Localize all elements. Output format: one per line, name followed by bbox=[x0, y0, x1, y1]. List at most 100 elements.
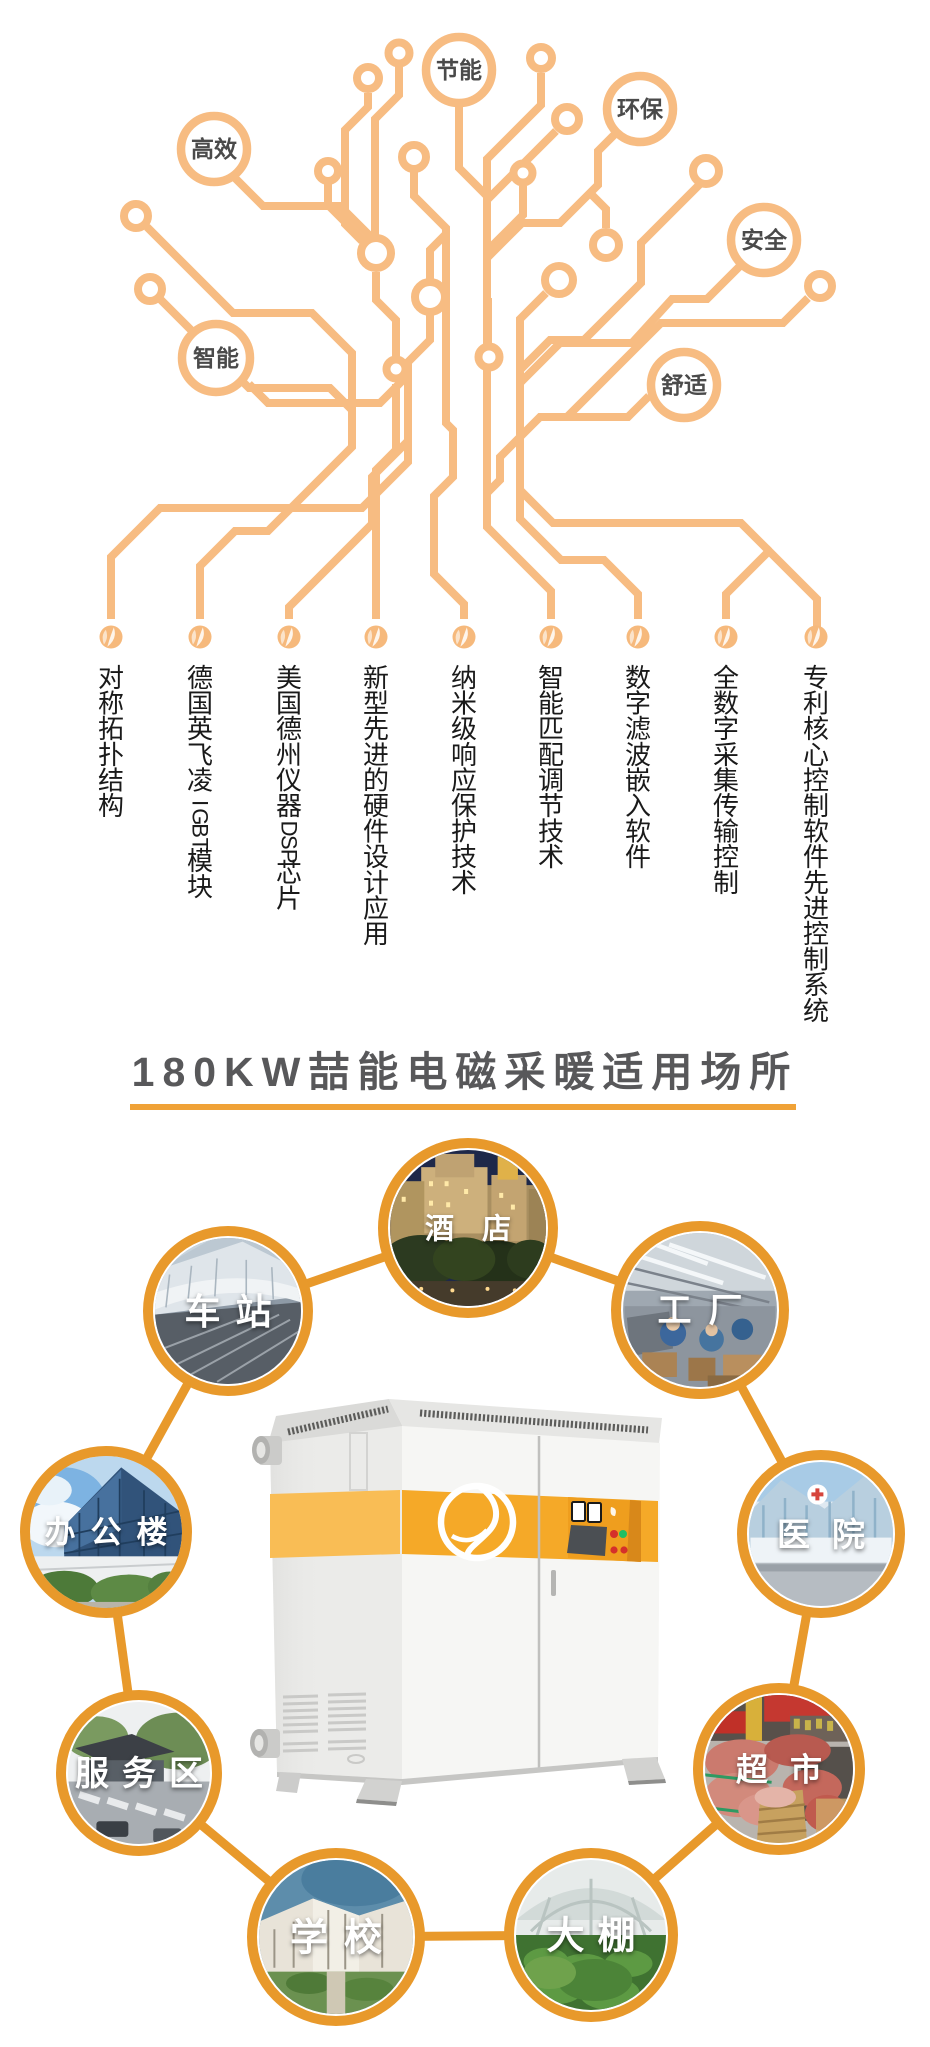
svg-text:用: 用 bbox=[363, 919, 389, 949]
svg-text:利: 利 bbox=[803, 689, 829, 719]
svg-text:件: 件 bbox=[625, 842, 651, 872]
svg-text:D: D bbox=[277, 821, 302, 837]
svg-text:美: 美 bbox=[276, 663, 302, 693]
svg-text:凌: 凌 bbox=[187, 765, 213, 795]
svg-text:芯: 芯 bbox=[276, 858, 302, 888]
svg-text:控: 控 bbox=[803, 765, 829, 795]
svg-text:数: 数 bbox=[625, 663, 651, 693]
svg-text:应: 应 bbox=[451, 765, 477, 795]
svg-text:滤: 滤 bbox=[625, 714, 651, 744]
svg-text:采: 采 bbox=[713, 740, 739, 770]
svg-text:制: 制 bbox=[803, 945, 829, 975]
svg-text:核: 核 bbox=[803, 714, 829, 744]
svg-text:匹: 匹 bbox=[538, 714, 564, 744]
svg-text:件: 件 bbox=[363, 817, 389, 847]
svg-text:调: 调 bbox=[538, 765, 564, 795]
svg-text:软: 软 bbox=[625, 817, 651, 847]
svg-text:新: 新 bbox=[363, 663, 389, 693]
svg-text:安全: 安全 bbox=[741, 227, 788, 253]
svg-text:节: 节 bbox=[538, 791, 564, 821]
svg-text:技: 技 bbox=[538, 817, 564, 847]
svg-text:的: 的 bbox=[363, 765, 389, 795]
svg-text:环保: 环保 bbox=[617, 96, 664, 122]
svg-text:州: 州 bbox=[276, 740, 302, 770]
svg-text:智能: 智能 bbox=[193, 345, 239, 371]
svg-text:拓: 拓 bbox=[98, 714, 124, 744]
svg-text:技: 技 bbox=[451, 842, 477, 872]
svg-text:输: 输 bbox=[713, 817, 739, 847]
svg-text:构: 构 bbox=[98, 791, 124, 821]
svg-text:数: 数 bbox=[713, 689, 739, 719]
svg-text:医院: 医院 bbox=[777, 1516, 887, 1553]
svg-text:制: 制 bbox=[803, 791, 829, 821]
svg-text:节能: 节能 bbox=[436, 57, 482, 83]
svg-text:字: 字 bbox=[625, 689, 651, 719]
svg-text:配: 配 bbox=[538, 740, 564, 770]
svg-text:软: 软 bbox=[803, 817, 829, 847]
svg-text:响: 响 bbox=[451, 740, 477, 770]
svg-text:办公楼: 办公楼 bbox=[45, 1515, 183, 1550]
svg-text:I: I bbox=[188, 800, 213, 806]
svg-text:全: 全 bbox=[713, 663, 739, 693]
svg-text:米: 米 bbox=[451, 689, 477, 719]
svg-text:S: S bbox=[277, 835, 302, 850]
svg-text:入: 入 bbox=[625, 791, 651, 821]
svg-text:传: 传 bbox=[713, 791, 739, 821]
svg-text:心: 心 bbox=[803, 740, 829, 770]
svg-text:集: 集 bbox=[713, 765, 739, 795]
svg-text:进: 进 bbox=[803, 893, 829, 923]
svg-text:结: 结 bbox=[98, 765, 124, 795]
svg-text:术: 术 bbox=[451, 868, 477, 898]
svg-text:P: P bbox=[277, 849, 302, 864]
svg-text:护: 护 bbox=[451, 817, 477, 847]
svg-text:酒店: 酒店 bbox=[425, 1212, 539, 1245]
svg-text:保: 保 bbox=[451, 791, 477, 821]
svg-text:制: 制 bbox=[713, 868, 739, 898]
svg-text:硬: 硬 bbox=[363, 791, 389, 821]
svg-text:器: 器 bbox=[276, 791, 302, 821]
svg-text:进: 进 bbox=[363, 740, 389, 770]
svg-text:舒适: 舒适 bbox=[661, 372, 707, 398]
svg-text:国: 国 bbox=[187, 689, 213, 719]
svg-text:对: 对 bbox=[98, 663, 124, 693]
svg-text:能: 能 bbox=[538, 689, 564, 719]
svg-text:专: 专 bbox=[803, 663, 829, 693]
svg-text:控: 控 bbox=[713, 842, 739, 872]
svg-text:高效: 高效 bbox=[191, 136, 237, 162]
svg-text:级: 级 bbox=[451, 714, 477, 744]
svg-text:设: 设 bbox=[363, 842, 389, 872]
svg-text:学校: 学校 bbox=[290, 1917, 398, 1960]
svg-text:工厂: 工厂 bbox=[658, 1292, 760, 1330]
svg-text:服务区: 服务区 bbox=[75, 1755, 216, 1793]
svg-text:应: 应 bbox=[363, 893, 389, 923]
svg-text:控: 控 bbox=[803, 919, 829, 949]
svg-text:统: 统 bbox=[803, 996, 829, 1026]
svg-text:飞: 飞 bbox=[187, 740, 213, 770]
svg-text:先: 先 bbox=[803, 868, 829, 898]
svg-text:T: T bbox=[188, 838, 213, 851]
svg-text:智: 智 bbox=[538, 663, 564, 693]
svg-text:先: 先 bbox=[363, 714, 389, 744]
svg-text:字: 字 bbox=[713, 714, 739, 744]
svg-text:称: 称 bbox=[98, 689, 124, 719]
svg-text:G: G bbox=[188, 808, 213, 825]
svg-text:国: 国 bbox=[276, 689, 302, 719]
svg-text:德: 德 bbox=[276, 714, 302, 744]
svg-text:计: 计 bbox=[363, 868, 389, 898]
svg-text:型: 型 bbox=[363, 689, 389, 719]
svg-text:车站: 车站 bbox=[184, 1291, 286, 1332]
svg-text:B: B bbox=[188, 823, 213, 838]
svg-text:扑: 扑 bbox=[98, 740, 124, 770]
svg-text:波: 波 bbox=[625, 740, 651, 770]
svg-text:块: 块 bbox=[187, 872, 213, 902]
svg-text:英: 英 bbox=[187, 714, 213, 744]
svg-text:系: 系 bbox=[803, 970, 829, 1000]
svg-text:纳: 纳 bbox=[451, 663, 477, 693]
svg-text:模: 模 bbox=[187, 846, 213, 876]
svg-text:德: 德 bbox=[187, 663, 213, 693]
svg-text:大棚: 大棚 bbox=[546, 1916, 648, 1958]
svg-text:片: 片 bbox=[276, 884, 302, 914]
svg-text:仪: 仪 bbox=[276, 765, 302, 795]
svg-text:术: 术 bbox=[538, 842, 564, 872]
svg-text:件: 件 bbox=[803, 842, 829, 872]
